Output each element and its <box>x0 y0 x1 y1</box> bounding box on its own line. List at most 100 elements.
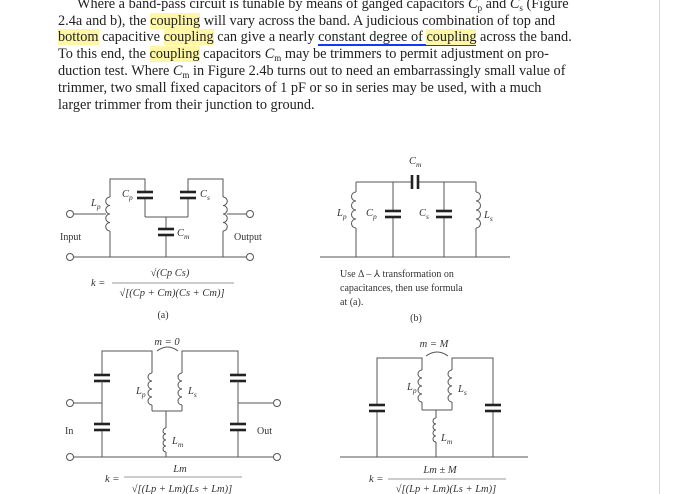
subscript: m <box>274 53 282 64</box>
inductor-icon <box>351 191 357 229</box>
label-cp: Cp <box>122 189 133 202</box>
formula-k: k = <box>91 278 105 289</box>
symbol: C <box>468 0 478 12</box>
label-lp: Lp <box>135 386 146 399</box>
label-lp: Lp <box>90 198 101 211</box>
output-label: Output <box>234 232 262 243</box>
search-highlight[interactable]: bottom <box>58 29 99 46</box>
label-ls: Ls <box>483 210 493 223</box>
text-run: across the band. <box>476 29 572 46</box>
text-run: will vary across the band. A judicious c… <box>200 12 556 29</box>
text-line: larger trimmer from their junction to gr… <box>58 97 484 114</box>
search-highlight[interactable]: coupling <box>150 12 201 29</box>
terminal-icon <box>246 253 254 261</box>
wire <box>451 357 494 405</box>
text-run: Where a band-pass circuit is tunable by … <box>77 0 469 12</box>
inductor-icon <box>417 369 423 403</box>
terminal-icon <box>66 453 74 461</box>
note-line: Use Δ – ⅄ transformation on <box>340 269 454 280</box>
label-cp: Cp <box>366 208 377 221</box>
text-line: bottom capacitive coupling can give a ne… <box>58 29 572 47</box>
text-run: constant degree of <box>318 29 427 46</box>
figure-caption-a: (a) <box>157 310 168 321</box>
text-run: and <box>482 0 510 12</box>
wire <box>376 357 423 405</box>
formula-numerator: Lm <box>172 464 187 475</box>
text-run: may be trimmers to permit adjustment on … <box>281 46 549 63</box>
terminal-icon <box>66 399 74 407</box>
inductor-icon <box>447 369 453 403</box>
inductor-icon <box>475 191 481 229</box>
label-lp: Lp <box>336 208 347 221</box>
label-ls: Ls <box>457 384 467 397</box>
subscript: p <box>477 3 483 13</box>
terminal-icon <box>66 210 74 218</box>
formula-numerator: √(Cp Cs) <box>151 267 190 279</box>
text-run: 2.4a and b), the <box>58 12 151 29</box>
note-line: capacitances, then use formula <box>340 283 463 294</box>
text-run: (Figure <box>522 0 569 12</box>
input-label: Input <box>60 232 81 243</box>
symbol: C <box>509 0 520 12</box>
input-label: In <box>65 426 73 437</box>
text-run: larger trimmer from their junction to gr… <box>58 96 315 113</box>
label-cs: Cs <box>200 189 210 202</box>
wire <box>181 350 239 375</box>
terminal-icon <box>246 210 254 218</box>
subscript: m <box>182 70 190 81</box>
formula-k: k = <box>105 474 119 485</box>
label-cm: Cm <box>177 228 190 241</box>
formula-denominator: √[(Lp + Lm)(Ls + Lm)] <box>132 483 232 494</box>
text-line: To this end, the coupling capacitors Cm … <box>58 46 549 64</box>
formula-k: k = <box>369 474 383 485</box>
text-run: in Figure 2.4b turns out to need an emba… <box>189 63 566 80</box>
text-line: 2.4a and b), the coupling will vary acro… <box>58 12 555 30</box>
label-lp: Lp <box>406 382 417 395</box>
text-run: trimmer, two small fixed capacitors of 1… <box>58 79 542 96</box>
wire <box>187 178 224 197</box>
search-highlight[interactable]: coupling <box>149 46 200 63</box>
figure-caption-b: (b) <box>410 313 422 324</box>
mutual-coupling-arc <box>156 346 179 352</box>
underline-annotation[interactable]: constant degree of coupling <box>318 29 477 47</box>
body-paragraph: Where a band-pass circuit is tunable by … <box>58 0 572 114</box>
terminal-icon <box>66 253 74 261</box>
text-run: capacitive <box>98 29 164 46</box>
wire <box>109 178 146 197</box>
text-line: Where a band-pass circuit is tunable by … <box>58 0 569 13</box>
inductor-icon <box>222 196 228 232</box>
text-run: To this end, the <box>58 46 150 63</box>
page-edge-divider <box>659 0 660 494</box>
note-line: at (a). <box>340 297 363 308</box>
inductor-icon <box>432 417 437 443</box>
text-run: can give a nearly <box>213 29 319 46</box>
inductor-icon <box>177 372 183 406</box>
formula-denominator: √[(Cp + Cm)(Cs + Cm)] <box>119 287 224 299</box>
label-ls: Ls <box>187 386 197 399</box>
terminal-icon <box>273 453 281 461</box>
inductor-icon <box>147 372 153 406</box>
text-run: capacitors <box>199 46 265 63</box>
mutual-coupling-arc <box>425 351 449 357</box>
formula-numerator: Lm ± M <box>422 465 457 476</box>
text-line: duction test. Where Cm in Figure 2.4b tu… <box>58 63 565 81</box>
text-run: duction test. Where <box>58 63 173 80</box>
symbol: C <box>172 63 183 80</box>
mutual-label: m = 0 <box>154 337 180 348</box>
subscript: s <box>519 3 523 13</box>
output-label: Out <box>257 426 272 437</box>
label-cm: Cm <box>409 156 422 169</box>
mutual-label: m = M <box>420 339 450 350</box>
formula-denominator: √[(Lp + Lm)(Ls + Lm)] <box>396 483 496 494</box>
label-cs: Cs <box>419 208 429 221</box>
search-highlight[interactable]: coupling <box>163 29 214 46</box>
terminal-icon <box>273 399 281 407</box>
label-lm: Lm <box>440 433 453 446</box>
inductor-icon <box>105 196 111 232</box>
label-lm: Lm <box>171 436 184 449</box>
wire <box>101 350 153 375</box>
text-line: trimmer, two small fixed capacitors of 1… <box>58 80 541 97</box>
symbol: C <box>264 46 275 63</box>
search-highlight[interactable]: coupling <box>426 29 477 46</box>
